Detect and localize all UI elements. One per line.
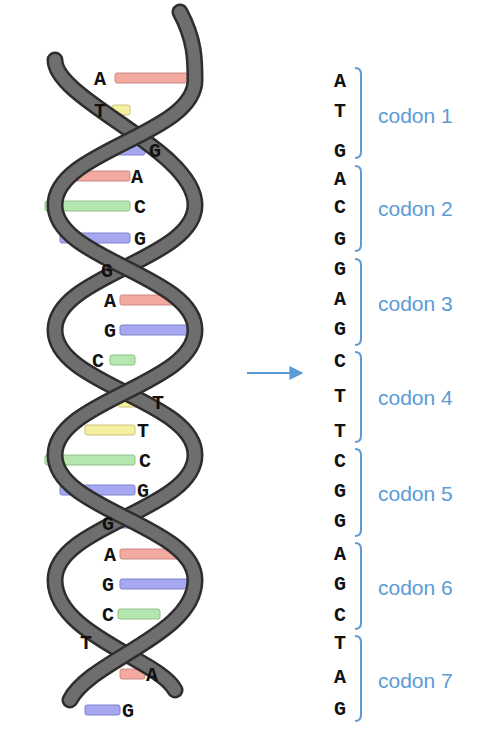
helix-base-letter: T (137, 422, 149, 442)
sequence-letter: G (334, 320, 346, 340)
codon-label: codon 1 (378, 105, 453, 126)
sequence-letter: G (334, 260, 346, 280)
helix-base-letter: A (104, 546, 116, 566)
bracket (355, 636, 361, 721)
bracket (355, 166, 361, 251)
bracket (355, 352, 361, 442)
cytosine-bar (118, 609, 160, 619)
codon-label: codon 6 (378, 577, 453, 598)
helix-backbone (55, 12, 195, 700)
guanine-bar (120, 325, 190, 335)
helix-base-letter: A (146, 666, 158, 686)
guanine-bar (120, 579, 190, 589)
helix-base-letter: G (149, 142, 161, 162)
bracket (355, 449, 361, 536)
helix-base-letter: C (134, 198, 146, 218)
codon-label: codon 4 (378, 387, 453, 408)
codon-brackets (355, 68, 361, 721)
sequence-letter: A (334, 170, 346, 190)
sequence-letter: T (334, 102, 346, 122)
bracket (355, 543, 361, 629)
helix-base-letter: C (102, 606, 114, 626)
codon-label: codon 3 (378, 293, 453, 314)
helix-base-letter: G (122, 702, 134, 722)
helix-base-letter: C (139, 452, 151, 472)
sequence-letter: C (334, 352, 346, 372)
sequence-letter: A (334, 72, 346, 92)
sequence-letter: G (334, 575, 346, 595)
helix-base-letter: G (134, 230, 146, 250)
helix-base-letter: A (104, 292, 116, 312)
sequence-letter: A (334, 545, 346, 565)
helix-base-letter: C (92, 352, 104, 372)
sequence-letter: G (334, 482, 346, 502)
sequence-letter: T (334, 387, 346, 407)
helix-base-letter: T (152, 394, 164, 414)
helix-base-letter: T (94, 102, 106, 122)
codon-label: codon 5 (378, 483, 453, 504)
backbone-strand (55, 12, 195, 700)
backbone-strand (55, 60, 195, 690)
cytosine-bar (110, 355, 135, 365)
helix-base-letter: G (137, 482, 149, 502)
bracket (355, 68, 361, 158)
sequence-letter: C (334, 606, 346, 626)
adenine-bar (115, 73, 190, 83)
codon-label: codon 7 (378, 670, 453, 691)
helix-base-letter: G (101, 262, 113, 282)
helix-base-letter: A (94, 70, 106, 90)
guanine-bar (85, 705, 120, 715)
helix-base-letter: G (102, 515, 114, 535)
sequence-letter: A (334, 668, 346, 688)
helix-base-letter: G (104, 322, 116, 342)
transcription-arrow (247, 372, 302, 374)
helix-base-letter: A (131, 168, 143, 188)
sequence-letter: G (334, 512, 346, 532)
sequence-letter: T (334, 422, 346, 442)
sequence-letter: C (334, 452, 346, 472)
thymine-bar (85, 425, 135, 435)
helix-base-letter: G (102, 576, 114, 596)
sequence-letter: A (334, 290, 346, 310)
codon-label: codon 2 (378, 198, 453, 219)
sequence-letter: G (334, 700, 346, 720)
sequence-letter: C (334, 198, 346, 218)
sequence-letter: G (334, 142, 346, 162)
backbone-strand (55, 12, 195, 700)
bracket (355, 259, 361, 345)
helix-base-letter: T (80, 634, 92, 654)
sequence-letter: G (334, 230, 346, 250)
sequence-letter: T (334, 634, 346, 654)
backbone-strand (55, 60, 195, 690)
